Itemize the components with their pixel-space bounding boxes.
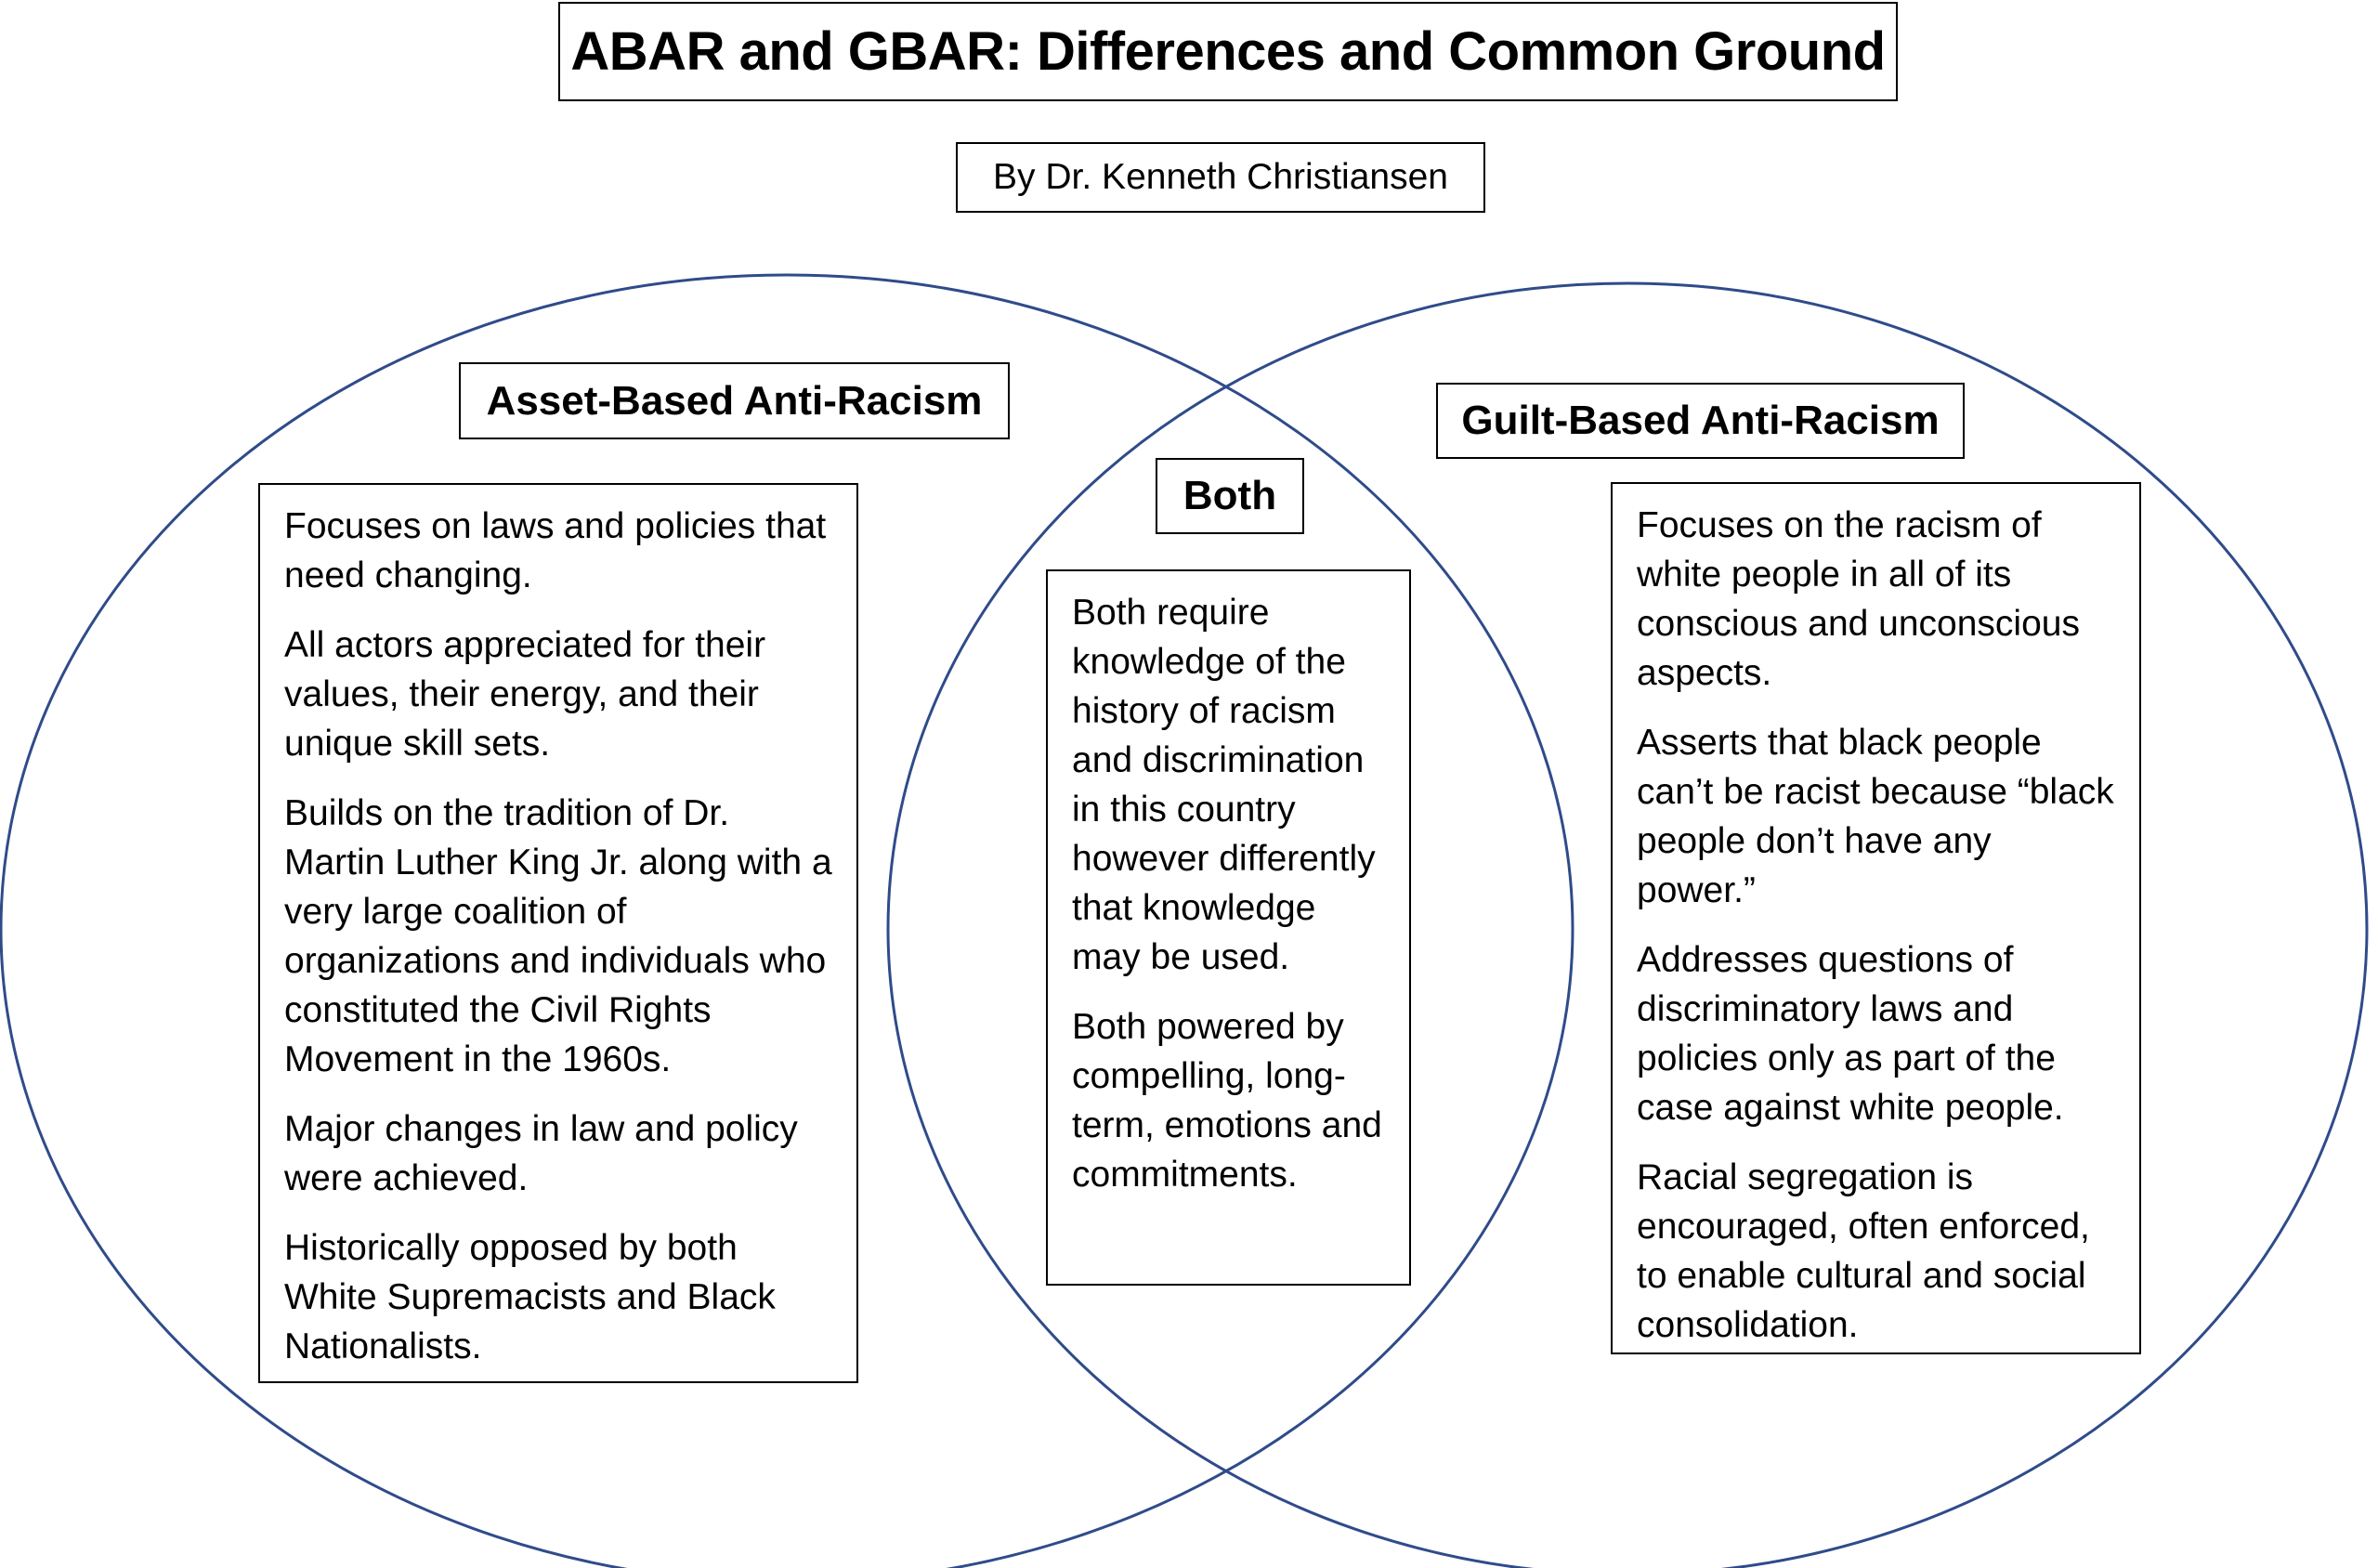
left-item: Historically opposed by both White Supre… — [284, 1228, 776, 1366]
left-heading: Asset-Based Anti-Racism — [486, 377, 983, 424]
right-item: Asserts that black people can’t be racis… — [1637, 723, 2114, 910]
right-item: Focuses on the racism of white people in… — [1637, 505, 2080, 693]
diagram-title-box: ABAR and GBAR: Differences and Common Gr… — [558, 2, 1898, 101]
left-content-box: Focuses on laws and policies that need c… — [258, 483, 858, 1383]
left-item: Focuses on laws and policies that need c… — [284, 506, 827, 595]
left-circle — [0, 273, 1574, 1568]
both-item: Both require knowledge of the history of… — [1072, 593, 1376, 977]
diagram-title: ABAR and GBAR: Differences and Common Gr… — [570, 21, 1886, 82]
left-item: Major changes in law and policy were ach… — [284, 1109, 798, 1198]
both-heading: Both — [1182, 473, 1277, 518]
left-item: All actors appreciated for their values,… — [284, 625, 766, 764]
right-content-box: Focuses on the racism of white people in… — [1611, 482, 2141, 1354]
right-heading-box: Guilt-Based Anti-Racism — [1436, 383, 1965, 459]
author-label: By Dr. Kenneth Christiansen — [993, 157, 1448, 197]
right-circle — [886, 281, 2369, 1568]
both-content-box: Both require knowledge of the history of… — [1046, 569, 1411, 1286]
author-box: By Dr. Kenneth Christiansen — [956, 142, 1485, 213]
left-item: Builds on the tradition of Dr. Martin Lu… — [284, 793, 832, 1079]
both-item: Both powered by compelling, long-term, e… — [1072, 1007, 1382, 1195]
left-heading-box: Asset-Based Anti-Racism — [459, 362, 1010, 439]
right-item: Racial segregation is encouraged, often … — [1637, 1157, 2090, 1345]
right-heading: Guilt-Based Anti-Racism — [1461, 398, 1940, 443]
right-item: Addresses questions of discriminatory la… — [1637, 940, 2064, 1128]
both-heading-box: Both — [1156, 458, 1304, 534]
